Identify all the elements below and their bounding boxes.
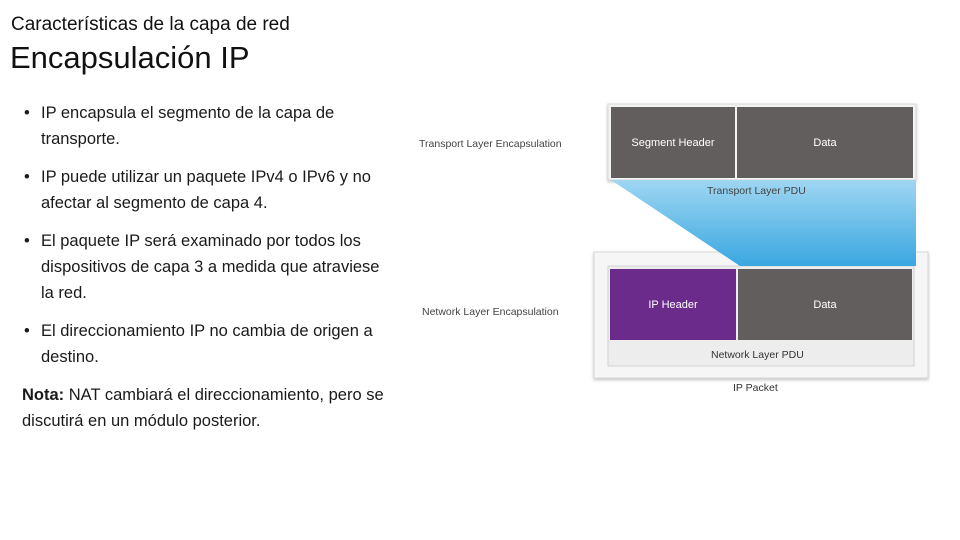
- slide-subtitle: Características de la capa de red: [11, 14, 290, 35]
- bullet-item: • IP encapsula el segmento de la capa de …: [22, 100, 384, 152]
- network-data-box: Data: [738, 269, 912, 340]
- slide-title: Encapsulación IP: [10, 40, 250, 75]
- bullet-dot-icon: •: [24, 232, 30, 250]
- ip-packet-label: IP Packet: [733, 382, 778, 394]
- bullet-text: El paquete IP será examinado por todos l…: [41, 232, 380, 302]
- ip-header-box: IP Header: [610, 269, 736, 340]
- bullet-text: El direccionamiento IP no cambia de orig…: [41, 322, 373, 366]
- bullet-item: • El direccionamiento IP no cambia de ori…: [22, 318, 384, 370]
- bullet-dot-icon: •: [24, 104, 30, 122]
- bullet-item: • El paquete IP será examinado por todos …: [22, 228, 384, 306]
- bullet-list: • IP encapsula el segmento de la capa de …: [22, 100, 384, 370]
- note-paragraph: Nota: NAT cambiará el direccionamiento, …: [22, 382, 384, 434]
- bullet-item: • IP puede utilizar un paquete IPv4 o IPv…: [22, 164, 384, 216]
- transport-data-box: Data: [737, 107, 913, 178]
- transport-pdu-blue-band: [611, 180, 916, 266]
- note-label: Nota:: [22, 386, 65, 404]
- bullet-dot-icon: •: [24, 322, 30, 340]
- transport-layer-label: Transport Layer Encapsulation: [419, 138, 562, 150]
- transport-pdu-label: Transport Layer PDU: [707, 185, 806, 197]
- bullet-dot-icon: •: [24, 168, 30, 186]
- bullet-text: IP encapsula el segmento de la capa de t…: [41, 104, 335, 148]
- bullet-text: IP puede utilizar un paquete IPv4 o IPv6…: [41, 168, 371, 212]
- segment-header-box: Segment Header: [611, 107, 735, 178]
- network-pdu-label: Network Layer PDU: [711, 349, 804, 361]
- network-layer-label: Network Layer Encapsulation: [422, 306, 559, 318]
- bullet-list-container: • IP encapsula el segmento de la capa de …: [22, 100, 384, 434]
- note-text: NAT cambiará el direccionamiento, pero s…: [22, 386, 384, 430]
